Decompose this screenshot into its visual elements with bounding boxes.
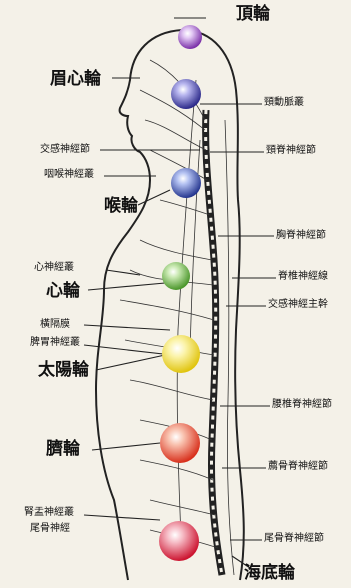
cardiac-plexus-label: 心神經叢 [34, 263, 74, 273]
coccygeal-nerve-label: 尾骨神經 [30, 524, 70, 534]
pharyngeal-plexus-label: 咽喉神經叢 [44, 170, 94, 180]
third-eye-chakra-label: 眉心輪 [50, 71, 101, 88]
sympathetic-trunk-label: 交感神經主幹 [268, 300, 328, 310]
diaphragm-label: 橫隔膜 [40, 320, 70, 330]
cervical-ganglion-label: 頸脊神經節 [266, 146, 316, 156]
lumbar-ganglion-label: 腰椎脊神經節 [272, 400, 332, 410]
splenic-gastric-plexus-label: 脾胃神經叢 [30, 338, 80, 348]
throat-chakra-label: 喉輪 [104, 198, 138, 215]
sacral-chakra-label: 臍輪 [46, 441, 80, 458]
sacral-ganglion-label: 薦骨脊神經節 [268, 462, 328, 472]
body-outline [96, 30, 182, 580]
thoracic-ganglion-label: 胸脊神經節 [276, 231, 326, 241]
solar-plexus-chakra-orb [162, 335, 200, 373]
carotid-plexus-label: 頸動脈叢 [264, 98, 304, 108]
crown-chakra-label: 頂輪 [236, 6, 270, 23]
root-chakra-label: 海底輪 [244, 565, 295, 582]
spinal-nerve-line-label: 脊椎神經線 [278, 272, 328, 282]
third-eye-chakra-orb [171, 79, 201, 109]
heart-chakra-orb [162, 262, 190, 290]
sympathetic-ganglion-label: 交感神經節 [40, 145, 90, 155]
coccygeal-ganglion-label: 尾骨脊神經節 [264, 534, 324, 544]
solar-plexus-chakra-label: 太陽輪 [38, 362, 89, 379]
spinal-column [206, 110, 222, 575]
crown-chakra-orb [178, 25, 202, 49]
heart-chakra-label: 心輪 [46, 283, 80, 300]
throat-chakra-orb [171, 168, 201, 198]
sacral-chakra-orb [160, 423, 200, 463]
pelvic-plexus-label: 腎盂神經叢 [24, 508, 74, 518]
root-chakra-orb [159, 521, 199, 561]
